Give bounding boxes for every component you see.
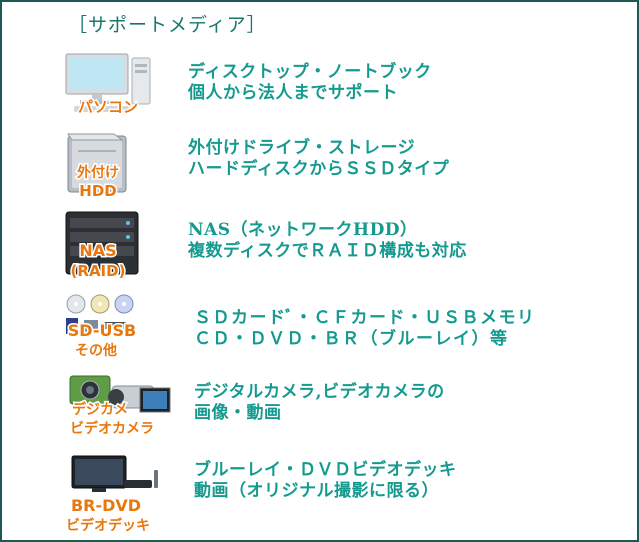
nas-server-icon	[62, 208, 142, 278]
description-line-1: 外付けドライブ・ストレージ	[188, 138, 416, 158]
description-line-1: NAS（ネットワークHDD）	[188, 220, 418, 240]
section-heading: ［サポートメディア］	[68, 14, 267, 36]
camera-icon	[68, 366, 176, 428]
description-line-2: 複数ディスクでＲＡＩＤ構成も対応	[188, 241, 467, 261]
badge-external-hdd: 外付け HDD	[62, 160, 142, 202]
media-description: ＳＤカードﾞ・ＣＦカード・ＵＳＢメモリ ＣＤ・ＤＶＤ・ＢＲ（ブルーレイ）等	[194, 308, 536, 350]
media-description: NAS（ネットワークHDD） 複数ディスクでＲＡＩＤ構成も対応	[188, 220, 467, 262]
badge-br-dvd-line-1: BR-DVD	[71, 496, 141, 515]
description-line-2: 動画（オリジナル撮影に限る）	[194, 481, 439, 501]
description-line-1: ディスクトップ・ノートブック	[188, 62, 432, 82]
media-description: ブルーレイ・ＤＶＤビデオデッキ 動画（オリジナル撮影に限る）	[194, 460, 457, 502]
badge-pc-text: パソコン	[78, 98, 138, 116]
badge-external-hdd-line-1: 外付け	[77, 164, 119, 181]
badge-pc: パソコン	[68, 94, 148, 118]
badge-nas-line-2: (RAID)	[71, 262, 126, 280]
media-description: デジタルカメラ,ビデオカメラの 画像・動画	[194, 382, 445, 424]
badge-camera: デジカメ ビデオカメラ	[64, 396, 164, 440]
desktop-pc-icon	[64, 50, 154, 116]
description-line-1: デジタルカメラ,ビデオカメラの	[194, 382, 445, 402]
badge-sd-usb: SD-USB その他	[62, 318, 148, 362]
badge-br-dvd-line-2: ビデオデッキ	[66, 517, 150, 534]
badge-camera-line-1: デジカメ	[72, 401, 128, 418]
tv-recorder-icon	[66, 454, 162, 510]
badge-camera-line-2: ビデオカメラ	[70, 420, 154, 437]
description-line-2: 個人から法人までサポート	[188, 83, 398, 103]
badge-sd-usb-line-1: SD-USB	[68, 321, 136, 340]
badge-external-hdd-line-2: HDD	[79, 182, 116, 200]
description-line-2: ハードディスクからＳＳＤタイプ	[188, 159, 450, 179]
media-description: 外付けドライブ・ストレージ ハードディスクからＳＳＤタイプ	[188, 138, 449, 180]
description-line-1: ＳＤカードﾞ・ＣＦカード・ＵＳＢメモリ	[194, 308, 536, 328]
description-line-1: ブルーレイ・ＤＶＤビデオデッキ	[194, 460, 457, 480]
memory-media-icon	[62, 292, 148, 356]
badge-nas: NAS (RAID)	[62, 238, 142, 282]
badge-br-dvd: BR-DVD ビデオデッキ	[62, 494, 162, 538]
external-drive-icon	[64, 128, 134, 198]
media-description: ディスクトップ・ノートブック 個人から法人までサポート	[188, 62, 432, 104]
badge-sd-usb-line-2: その他	[75, 342, 117, 359]
description-line-2: 画像・動画	[194, 403, 282, 423]
description-line-2: ＣＤ・ＤＶＤ・ＢＲ（ブルーレイ）等	[194, 329, 509, 349]
badge-nas-line-1: NAS	[79, 241, 116, 260]
